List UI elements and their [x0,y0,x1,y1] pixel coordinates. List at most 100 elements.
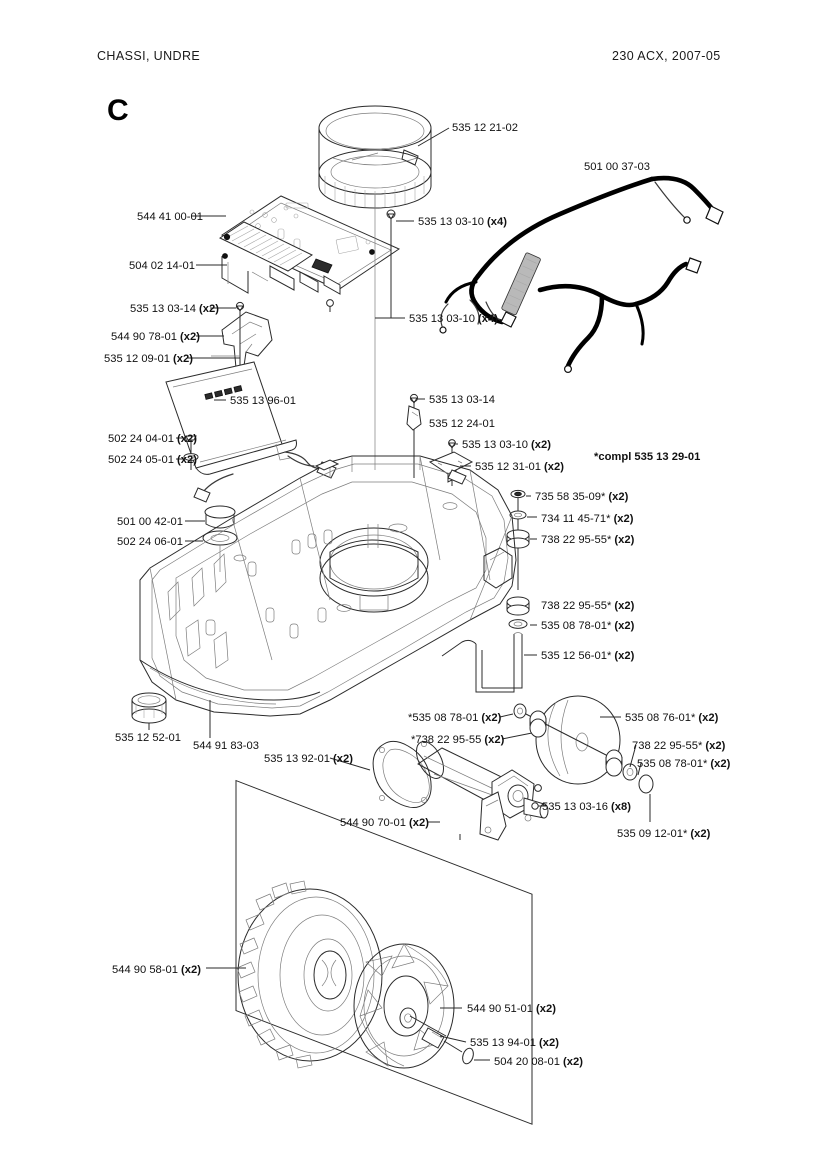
part-callout: 535 13 03-10 (x4) [418,216,507,228]
part-number: 535 12 24-01 [429,418,495,430]
part-quantity: (x2) [478,712,502,724]
part-callout: 535 12 56-01* (x2) [541,650,635,662]
part-number: 544 90 58-01 [112,964,178,976]
part-callout: 738 22 95-55* (x2) [541,600,634,612]
part-quantity: (x2) [329,753,353,765]
drive-wheel-part [236,880,383,1069]
part-quantity: (x2) [611,620,635,632]
fastener-stack-upper-right [506,489,530,590]
part-callout: *535 08 78-01 (x2) [408,712,502,724]
part-number: 535 09 12-01* [617,828,688,840]
part-number: 735 58 35-09* [535,491,606,503]
part-callout: 544 90 58-01 (x2) [112,964,201,976]
part-number: 501 00 42-01 [117,516,183,528]
circuit-board-part [218,195,401,295]
part-quantity: (x2) [169,353,193,365]
ground-plane-outline [235,779,533,1125]
part-number: 502 24 06-01 [117,536,183,548]
part-callout: 735 58 35-09* (x2) [535,491,629,503]
part-number: 501 00 37-03 [584,161,650,173]
fastener-stack-lower-right [441,596,530,693]
cap-and-washer-part [193,473,238,572]
part-quantity: (x4) [483,216,507,228]
part-callout: 502 24 06-01 [117,536,183,548]
caster-wheel-part [513,695,654,794]
part-callout: 504 20 08-01 (x2) [494,1056,583,1068]
part-number: 535 13 03-16 [542,801,608,813]
part-quantity: (x2) [687,828,711,840]
part-callout: 734 11 45-71* (x2) [541,513,634,525]
part-callout: 544 90 78-01 (x2) [111,331,200,343]
part-callout: 738 22 95-55* (x2) [632,740,725,752]
part-number: 544 41 00-01 [137,211,203,223]
battery-part [165,361,337,479]
part-callout: 535 13 92-01 (x2) [264,753,353,765]
part-quantity: (x2) [405,817,429,829]
ring-bushing-part [131,692,167,724]
part-number: 535 12 21-02 [452,122,518,134]
part-quantity: (x8) [607,801,631,813]
part-callout: 535 12 21-02 [452,122,518,134]
part-number: 535 12 09-01 [104,353,170,365]
part-quantity: (x4) [474,313,498,325]
part-number: 535 12 31-01 [475,461,541,473]
part-number: 535 12 56-01* [541,650,612,662]
part-number: 535 08 78-01* [541,620,612,632]
fastener-group-left [183,435,199,470]
part-number: 535 13 03-14 [130,303,196,315]
part-number: 544 90 51-01 [467,1003,533,1015]
part-quantity: (x2) [527,439,551,451]
header-title-left: CHASSI, UNDRE [97,49,201,63]
wheel-motor-part [415,741,549,841]
screw-group-top [326,209,396,318]
part-callout: 502 24 04-01 (x2) [108,433,197,445]
part-callout: 501 00 42-01 [117,516,183,528]
part-number: 544 90 78-01 [111,331,177,343]
leader-lines [148,127,651,1061]
part-callout: 544 41 00-01 [137,211,203,223]
part-quantity: (x2) [177,964,201,976]
part-quantity: (x2) [605,491,629,503]
part-quantity: (x2) [195,303,219,315]
part-number: 535 08 76-01* [625,712,696,724]
part-callout: 535 12 52-01 [115,732,181,744]
part-callout: 535 09 12-01* (x2) [617,828,711,840]
part-number: *535 08 78-01 [408,712,479,724]
part-number: 535 13 03-10 [462,439,528,451]
part-quantity: (x2) [176,331,200,343]
hub-bolt-part [409,1015,474,1065]
wiring-harness-part [439,175,724,374]
part-callout: 535 13 03-14 [429,394,495,406]
part-callout: 535 08 78-01* (x2) [637,758,730,770]
part-number: 535 13 96-01 [230,395,296,407]
part-quantity: (x2) [173,454,197,466]
part-callout: 535 13 03-10 (x4) [409,313,498,325]
section-letter: C [107,94,129,127]
part-number: 544 90 70-01 [340,817,406,829]
part-callout: 535 13 03-16 (x8) [542,801,631,813]
part-quantity: (x2) [173,433,197,445]
part-callout: 535 12 24-01 [429,418,495,430]
part-number: 544 91 83-03 [193,740,259,752]
part-callout: 535 08 76-01* (x2) [625,712,718,724]
part-number: *738 22 95-55 [411,734,482,746]
header-model-right: 230 ACX, 2007-05 [612,49,721,63]
part-number: 535 12 52-01 [115,732,181,744]
part-callout: 738 22 95-55* (x2) [541,534,634,546]
part-number: 738 22 95-55* [541,600,612,612]
part-number: 734 11 45-71* [541,513,611,525]
part-callout: 504 02 14-01 [129,260,195,272]
part-callout: 535 13 03-14 (x2) [130,303,219,315]
part-number: 535 13 03-10 [409,313,475,325]
part-quantity: (x2) [532,1003,556,1015]
part-number: 504 20 08-01 [494,1056,560,1068]
fan-drum-part [318,105,432,209]
part-number: 502 24 04-01 [108,433,174,445]
part-quantity: (x2) [610,513,634,525]
part-quantity: (x2) [611,650,635,662]
part-callout: 535 13 96-01 [230,395,296,407]
part-callout: 544 90 70-01 (x2) [340,817,429,829]
part-number: 535 08 78-01* [637,758,708,770]
gasket-part [372,740,432,808]
